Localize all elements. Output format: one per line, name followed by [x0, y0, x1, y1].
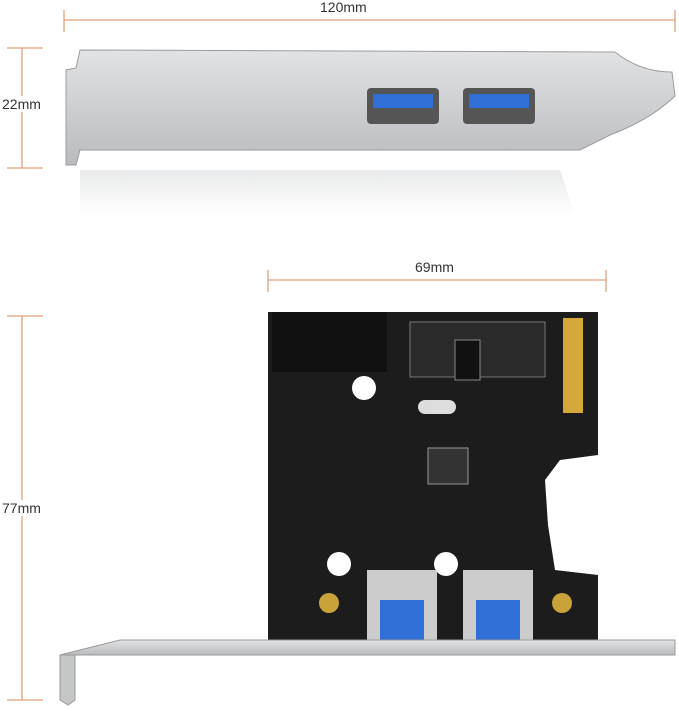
- bracket-top-view: [65, 49, 676, 215]
- dimension-lines: [7, 10, 676, 701]
- board-width-label: 69mm: [413, 259, 456, 275]
- pcb-board: [268, 312, 598, 642]
- bracket-width-label: 120mm: [318, 0, 369, 15]
- bracket-side-view: [59, 639, 676, 706]
- bracket-height-label: 22mm: [0, 96, 43, 112]
- board-height-label: 77mm: [0, 500, 43, 516]
